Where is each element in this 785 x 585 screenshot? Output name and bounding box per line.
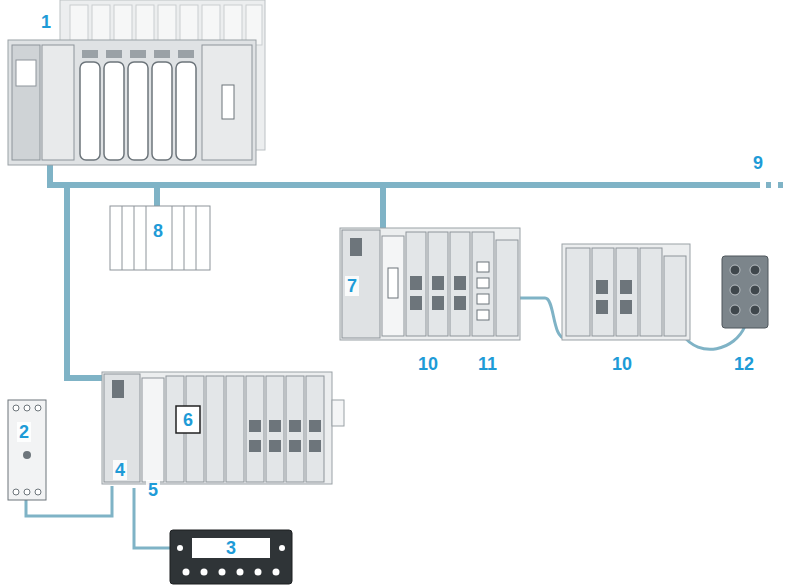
callout-box xyxy=(176,406,200,433)
callout-number: 8 xyxy=(151,221,165,241)
callout-number: 3 xyxy=(224,538,238,558)
callout-number: 9 xyxy=(751,153,765,173)
io-extension xyxy=(562,244,690,340)
callout-number: 7 xyxy=(345,276,359,296)
io-block xyxy=(110,206,210,270)
callout-number: 10 xyxy=(416,354,440,374)
callout-number: 10 xyxy=(610,354,634,374)
callout-number: 2 xyxy=(17,422,31,442)
io-island xyxy=(102,372,344,484)
io-island xyxy=(340,228,520,340)
callout-number: 1 xyxy=(39,12,53,32)
ip67-module xyxy=(722,256,768,328)
plc-rack xyxy=(8,0,265,165)
callout-number: 6 xyxy=(181,410,195,430)
callout-number: 4 xyxy=(113,460,127,480)
bus-cable xyxy=(50,160,785,378)
power-supply xyxy=(8,400,46,500)
callout-number: 5 xyxy=(146,480,160,500)
operator-display xyxy=(170,530,292,584)
callout-number: 12 xyxy=(732,354,756,374)
callout-number: 11 xyxy=(476,354,499,374)
